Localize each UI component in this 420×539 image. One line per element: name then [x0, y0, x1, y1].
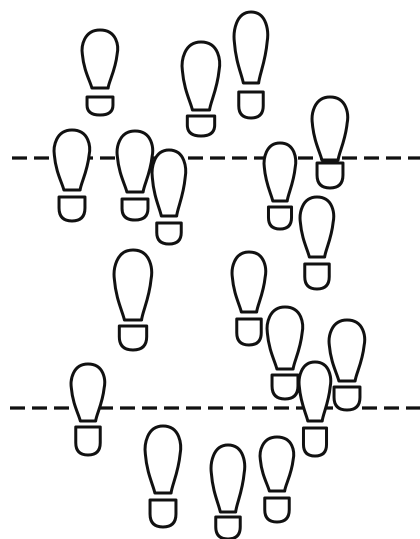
footprint-heel: [150, 500, 176, 527]
footprint-heel: [268, 207, 291, 229]
footprint: [300, 197, 334, 289]
footprint: [260, 437, 294, 522]
footprint-heel: [87, 97, 113, 115]
footprint-heel: [239, 92, 263, 118]
footprint-heel: [334, 387, 360, 410]
footprint-sole: [264, 143, 296, 201]
footprint-heel: [187, 116, 214, 136]
footprint-heel: [272, 375, 298, 399]
footprint-heel: [216, 517, 240, 539]
footprint: [312, 97, 348, 188]
footprint: [82, 30, 118, 115]
footprint-heel: [122, 199, 148, 220]
footprint-sole: [299, 362, 331, 421]
footprint: [232, 252, 266, 345]
footprint: [145, 426, 181, 527]
footprint-heel: [317, 163, 343, 188]
footprint: [114, 250, 152, 350]
footprint-heel: [303, 428, 326, 456]
footprint: [54, 130, 90, 221]
footprint: [329, 320, 365, 410]
footprint: [299, 362, 331, 456]
footprint-heel: [157, 223, 181, 244]
footprint-heel: [237, 319, 261, 345]
footprint-heel: [119, 326, 146, 350]
footprint-heel: [76, 427, 100, 455]
footprint: [234, 12, 268, 118]
footprint: [264, 143, 296, 229]
footprint: [152, 150, 186, 244]
footprint: [71, 364, 105, 455]
footprint: [211, 445, 245, 539]
footprint: [267, 307, 303, 399]
footprint: [117, 131, 153, 220]
footprint-heel: [305, 264, 329, 289]
footprint-heel: [265, 498, 289, 522]
footprint-heel: [59, 197, 85, 221]
footprint: [182, 42, 220, 136]
